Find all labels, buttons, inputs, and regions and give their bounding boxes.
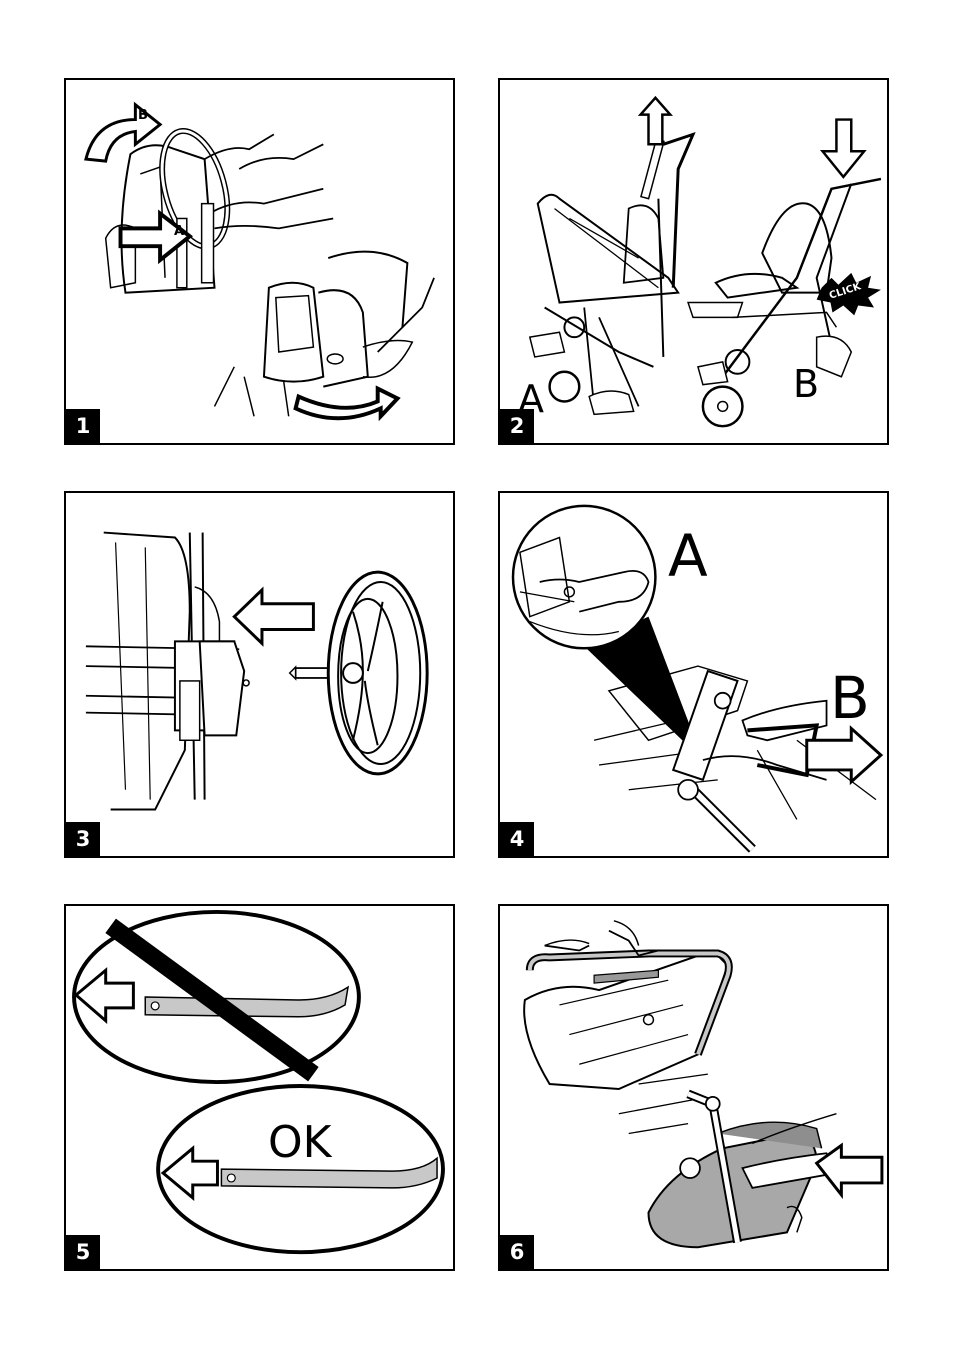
step-number: 2: [500, 409, 534, 443]
step-2-illustration: [500, 80, 887, 443]
step-panel-5: OK 5: [64, 904, 455, 1271]
step-number: 6: [500, 1235, 534, 1269]
step-panel-1: B A 1: [64, 78, 455, 445]
step-number: 3: [66, 822, 100, 856]
step-6-illustration: [500, 906, 887, 1269]
step-panel-2: A B CLICK 2: [498, 78, 889, 445]
rotate-arrow-icon: [296, 389, 398, 419]
step-number: 4: [500, 822, 534, 856]
label-b: B: [830, 669, 870, 727]
step-1-illustration: [66, 80, 453, 443]
ok-example: [158, 1086, 443, 1252]
label-b: B: [138, 109, 148, 122]
prohibited-example: [74, 912, 359, 1082]
step-panel-3: 3: [64, 491, 455, 858]
down-arrow-icon: [823, 120, 865, 177]
right-arrow-icon: [807, 728, 881, 781]
label-b: B: [793, 365, 819, 403]
arrow-icon-b: [86, 105, 160, 161]
step-panel-6: 6: [498, 904, 889, 1271]
ok-label: OK: [268, 1121, 332, 1165]
step-panel-4: A B 4: [498, 491, 889, 858]
step-5-illustration: [66, 906, 453, 1269]
step-3-illustration: [66, 493, 453, 856]
label-a: A: [174, 225, 184, 238]
up-arrow-icon: [641, 98, 671, 144]
step-number: 5: [66, 1235, 100, 1269]
label-a: A: [668, 527, 708, 585]
step-number: 1: [66, 409, 100, 443]
detail-magnifier: [513, 506, 655, 648]
left-arrow-icon: [234, 590, 313, 643]
